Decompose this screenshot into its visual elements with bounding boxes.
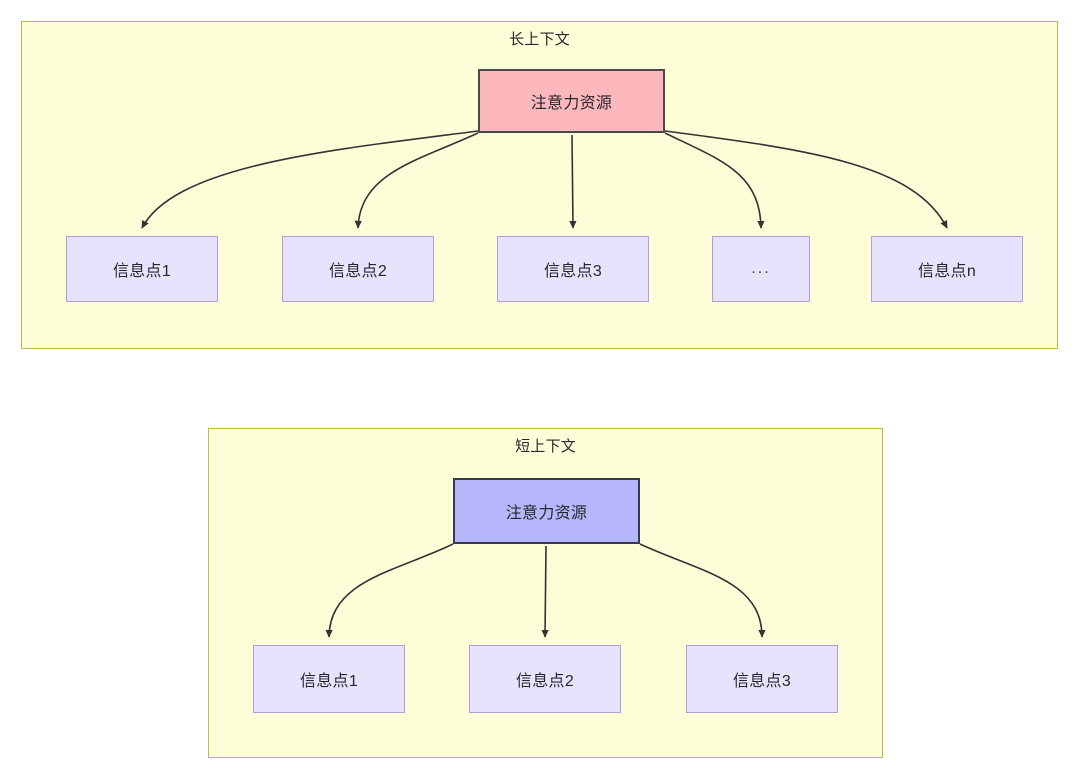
node-label: 信息点3 — [543, 263, 603, 280]
node-attention-resource-short[interactable]: 注意力资源 — [453, 478, 640, 544]
node-info-point-1-long[interactable]: 信息点1 — [66, 236, 218, 302]
node-info-point-2-short[interactable]: 信息点2 — [469, 645, 621, 713]
node-info-point-ellipsis-long[interactable]: ... — [712, 236, 810, 302]
node-label: 信息点2 — [328, 263, 388, 280]
node-info-point-3-long[interactable]: 信息点3 — [497, 236, 649, 302]
node-label: 信息点n — [917, 263, 977, 280]
node-info-point-2-long[interactable]: 信息点2 — [282, 236, 434, 302]
node-label: 信息点2 — [515, 673, 575, 690]
node-label: 信息点1 — [299, 673, 359, 690]
node-label: 信息点3 — [732, 673, 792, 690]
node-info-point-1-short[interactable]: 信息点1 — [253, 645, 405, 713]
group-short-context-title: 短上下文 — [515, 438, 576, 455]
node-label: 信息点1 — [112, 263, 172, 280]
group-long-context-title: 长上下文 — [509, 31, 570, 48]
node-info-point-n-long[interactable]: 信息点n — [871, 236, 1023, 302]
node-attention-resource-long[interactable]: 注意力资源 — [478, 69, 665, 133]
node-label: 注意力资源 — [505, 505, 588, 522]
node-info-point-3-short[interactable]: 信息点3 — [686, 645, 838, 713]
node-label: ... — [751, 260, 771, 277]
node-label: 注意力资源 — [530, 95, 613, 112]
